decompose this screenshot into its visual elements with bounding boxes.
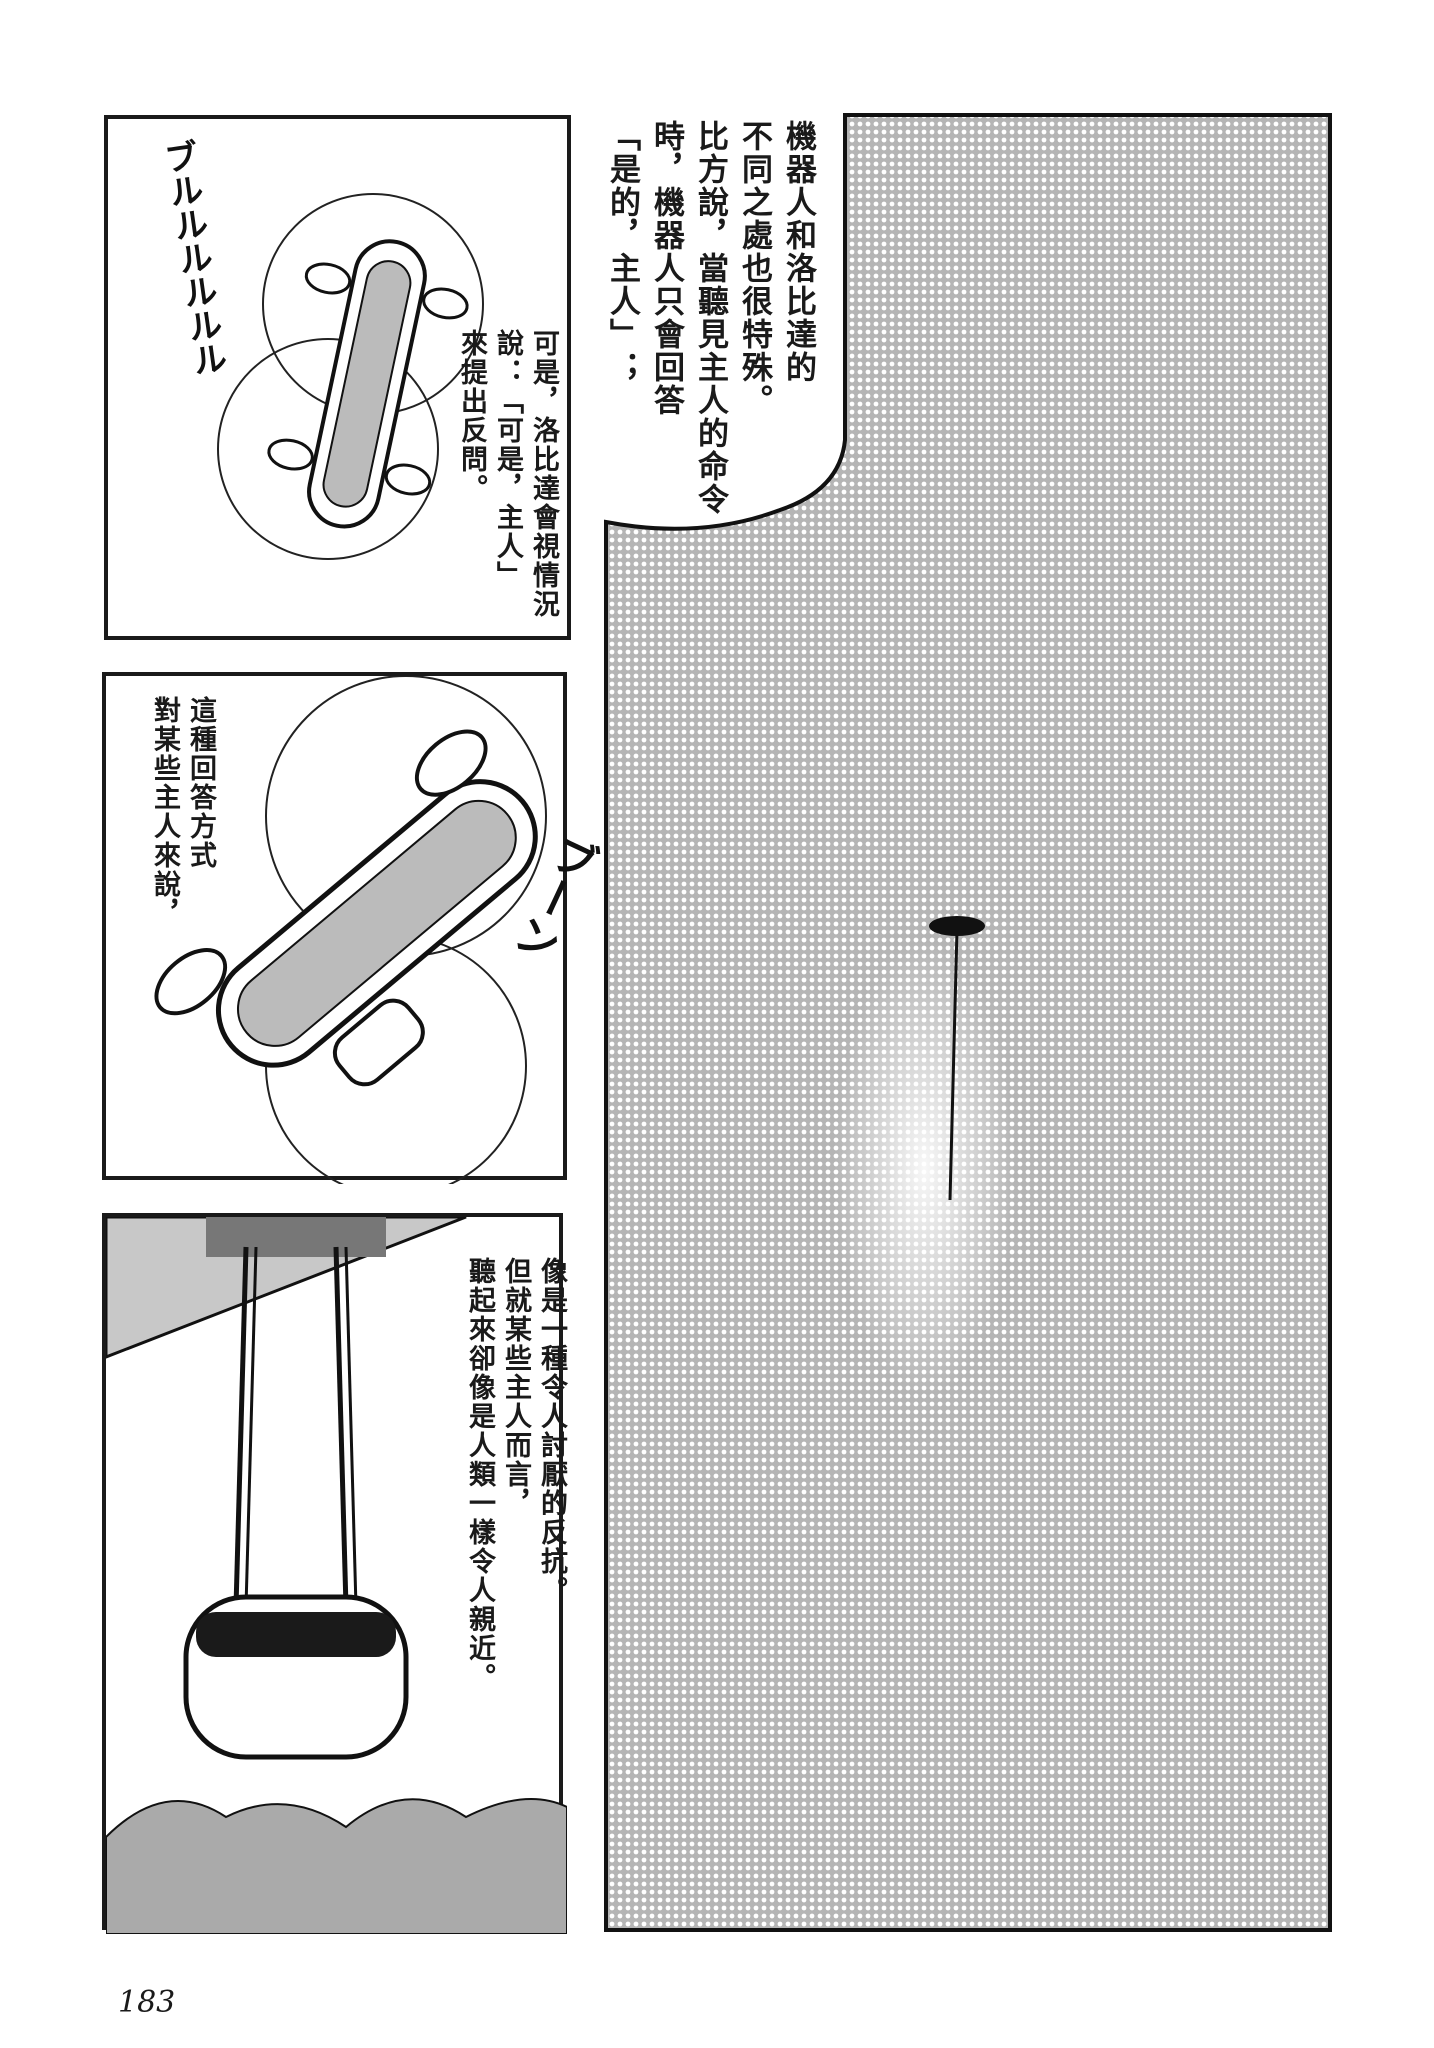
panel-1: ブルルルルルル 可是，洛比達會視情況 說：「可是，主人」 來提出反問。	[104, 115, 571, 640]
robot-hanging-illustration	[106, 1217, 567, 1934]
panel-2: 這種回答方式 對某些主人來說，	[102, 672, 567, 1184]
narration-text: 像是一種令人討厭的反抗。 但就某些主人而言， 聽起來卻像是人類一樣令人親近。	[461, 1257, 569, 1692]
text-column: 比方說，當聽見主人的命令	[692, 120, 728, 516]
narration-text: 可是，洛比達會視情況 說：「可是，主人」 來提出反問。	[453, 329, 561, 619]
robot-flying-illustration	[217, 193, 484, 560]
narration-text-top: 機器人和洛比達的 不同之處也很特殊。 比方說，當聽見主人的命令 時，機器人只會回…	[600, 120, 820, 516]
text-column: 可是，洛比達會視情況	[528, 329, 559, 619]
robot-closeup-illustration	[154, 676, 547, 1184]
text-column: 說：「可是，主人」	[492, 329, 523, 590]
page-number: 183	[118, 1985, 176, 2020]
narration-text: 這種回答方式 對某些主人來說，	[146, 696, 218, 928]
text-column: 但就某些主人而言，	[500, 1257, 531, 1518]
text-column: 不同之處也很特殊。	[736, 120, 772, 417]
text-column: 對某些主人來說，	[149, 696, 180, 928]
text-column: 來提出反問。	[456, 329, 487, 503]
text-column: 聽起來卻像是人類一樣令人親近。	[464, 1257, 495, 1692]
text-column: 機器人和洛比達的	[780, 120, 816, 384]
text-column: 時，機器人只會回答	[648, 120, 684, 417]
text-column: 「是的，主人」；	[604, 120, 640, 384]
panel-3: 像是一種令人討厭的反抗。 但就某些主人而言， 聽起來卻像是人類一樣令人親近。	[102, 1213, 567, 1934]
text-column: 像是一種令人討厭的反抗。	[536, 1257, 567, 1605]
text-column: 這種回答方式	[185, 696, 216, 870]
